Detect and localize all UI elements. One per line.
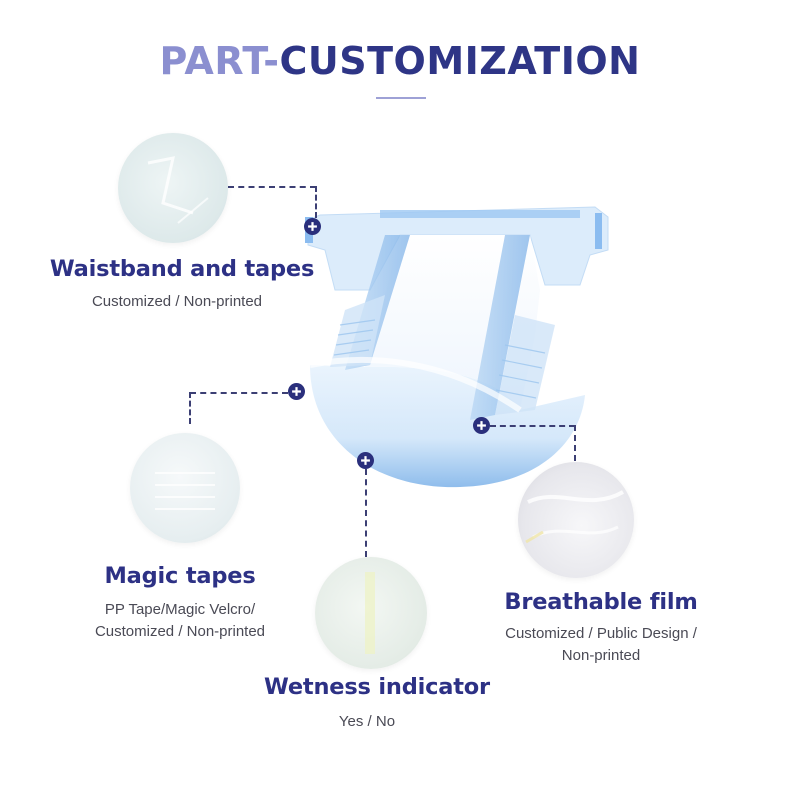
breathable-film-connector-line [490, 425, 575, 427]
plus-marker-icon [361, 456, 370, 465]
plus-marker-icon [308, 222, 317, 231]
magic-tapes-connector-line-vertical [189, 392, 191, 424]
waistband-sample-image [118, 133, 228, 243]
indicator-stripe-icon [365, 572, 375, 654]
title-part-prefix: PART- [159, 39, 280, 83]
breathable-film-title: Breathable film [504, 589, 698, 615]
magic-tapes-connector-line [190, 392, 288, 394]
magic-tapes-subtitle-line-1: PP Tape/Magic Velcro/ [104, 601, 256, 618]
breathable-film-connector-line-vertical [574, 425, 576, 461]
page-title: PART-CUSTOMIZATION [0, 38, 800, 84]
plus-marker-icon [477, 421, 486, 430]
breathable-film-subtitle-line-1: Customized / Public Design / [505, 625, 697, 642]
plus-marker-icon [292, 387, 301, 396]
title-part-main: CUSTOMIZATION [279, 39, 641, 83]
wetness-indicator-sample-image [315, 557, 427, 669]
breathable-film-sample-image [518, 462, 634, 578]
fabric-texture-icon [147, 156, 209, 224]
wetness-indicator-title: Wetness indicator [264, 674, 490, 700]
waistband-title: Waistband and tapes [49, 256, 315, 282]
wetness-indicator-hotspot[interactable] [357, 452, 374, 469]
wetness-indicator-connector-line [365, 469, 367, 557]
tape-texture-icon [155, 472, 215, 510]
magic-tapes-subtitle-line-2: Customized / Non-printed [94, 623, 266, 640]
magic-tapes-sample-image [130, 433, 240, 543]
film-texture-icon [525, 490, 624, 544]
title-underline-divider [376, 97, 426, 99]
waistband-connector-line-vertical [315, 186, 317, 218]
waistband-hotspot[interactable] [304, 218, 321, 235]
magic-tapes-title: Magic tapes [104, 563, 256, 589]
breathable-film-hotspot[interactable] [473, 417, 490, 434]
diaper-illustration [305, 206, 609, 488]
breathable-film-subtitle-line-2: Non-printed [561, 647, 641, 664]
waistband-subtitle: Customized / Non-printed [91, 293, 263, 310]
wetness-indicator-subtitle: Yes / No [338, 713, 396, 730]
waistband-connector-line [228, 186, 316, 188]
magic-tapes-hotspot[interactable] [288, 383, 305, 400]
